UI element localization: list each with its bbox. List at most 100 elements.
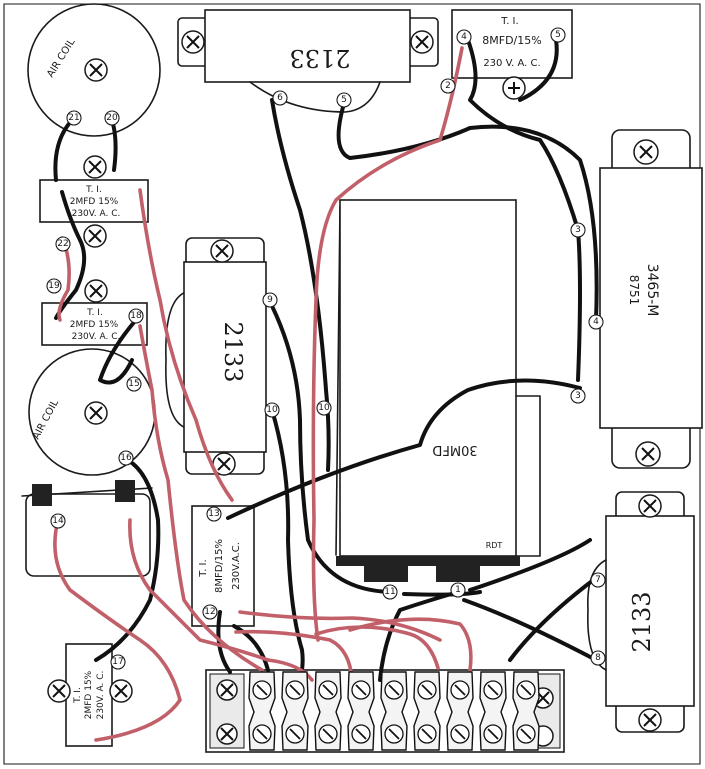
cap-voltage: 230V.A.C. xyxy=(231,542,242,590)
terminal-marker-6: 6 xyxy=(272,90,288,106)
cap-rating: 2MFD 15% xyxy=(84,670,94,719)
svg-text:8: 8 xyxy=(595,653,601,663)
terminal-marker-4b: 4 xyxy=(588,314,604,330)
cap-voltage: 230V. A. C. xyxy=(96,671,106,720)
terminal-marker-14: 14 xyxy=(50,513,66,529)
transformer-sub-label: 8751 xyxy=(627,275,641,306)
cap-voltage: 230V. A. C. xyxy=(72,332,121,342)
capacitor-bottom-left: T. I. 2MFD 15% 230V. A. C. xyxy=(47,643,133,747)
terminal-lug xyxy=(347,671,375,751)
terminal-marker-1: 1 xyxy=(450,582,466,598)
cap-maker: T. I. xyxy=(86,308,103,318)
svg-text:2: 2 xyxy=(445,81,451,91)
cap-rating: 8MFD/15% xyxy=(482,34,541,47)
capacitor-top-right: T. I. 8MFD/15% 230 V. A. C. xyxy=(451,9,573,100)
terminal-marker-10: 10 xyxy=(264,402,280,418)
transformer-bottom-right: 2133 xyxy=(587,491,695,733)
terminal-marker-2: 2 xyxy=(440,78,456,94)
terminal-marker-4: 4 xyxy=(456,29,472,45)
svg-text:15: 15 xyxy=(128,379,139,389)
svg-text:10: 10 xyxy=(318,403,330,413)
terminal-lugs xyxy=(248,671,540,751)
terminal-marker-3: 3 xyxy=(570,222,586,238)
svg-text:19: 19 xyxy=(48,281,60,291)
terminal-lug xyxy=(512,671,540,751)
terminal-marker-17: 17 xyxy=(110,654,126,670)
electrolytic-label: 30MFD xyxy=(432,442,477,457)
svg-text:5: 5 xyxy=(341,95,347,105)
terminal-marker-12: 12 xyxy=(202,604,218,620)
terminal-marker-5: 5 xyxy=(336,92,352,108)
svg-text:11: 11 xyxy=(384,587,395,597)
transformer-model-label: 3465-M xyxy=(644,264,660,317)
terminal-marker-20: 20 xyxy=(104,110,120,126)
svg-text:14: 14 xyxy=(52,516,64,526)
svg-text:7: 7 xyxy=(595,575,601,585)
terminal-marker-9: 9 xyxy=(262,292,278,308)
transformer-model-label: 2133 xyxy=(289,44,350,72)
terminal-marker-11: 11 xyxy=(382,584,398,600)
terminal-lug xyxy=(479,671,507,751)
terminal-marker-8: 8 xyxy=(590,650,606,666)
terminal-marker-3b: 3 xyxy=(570,388,586,404)
cap-maker: T. I. xyxy=(198,559,209,577)
svg-text:22: 22 xyxy=(57,239,68,249)
svg-text:9: 9 xyxy=(267,295,273,305)
terminal-marker-18: 18 xyxy=(128,308,144,324)
terminal-marker-22: 22 xyxy=(55,236,71,252)
air-coil-bottom: AIR COIL xyxy=(28,348,156,476)
terminal-marker-16: 16 xyxy=(118,450,134,466)
svg-text:6: 6 xyxy=(277,93,283,103)
svg-text:16: 16 xyxy=(120,453,132,463)
terminal-marker-10b: 10 xyxy=(316,400,332,416)
svg-text:10: 10 xyxy=(266,405,278,415)
capacitor-center: T. I. 8MFD/15% 230V.A.C. xyxy=(191,505,255,627)
terminal-marker-19: 19 xyxy=(46,278,62,294)
terminal-marker-5b: 5 xyxy=(550,27,566,43)
red-wires xyxy=(53,46,473,742)
cap-rating: 2MFD 15% xyxy=(70,320,119,330)
capacitor-left-upper: T. I. 2MFD 15% 230V. A. C. xyxy=(39,155,149,248)
transformer-left-center: 2133 xyxy=(165,237,267,476)
terminal-marker-7: 7 xyxy=(590,572,606,588)
switch-block xyxy=(21,480,153,577)
terminal-lug xyxy=(281,671,309,751)
terminal-lug xyxy=(380,671,408,751)
black-wires xyxy=(53,38,599,682)
terminal-marker-15: 15 xyxy=(126,376,142,392)
terminal-lug xyxy=(413,671,441,751)
air-coil-top: AIR COIL xyxy=(27,3,161,137)
svg-text:4: 4 xyxy=(593,317,599,327)
svg-text:5: 5 xyxy=(555,30,561,40)
svg-text:3: 3 xyxy=(575,391,581,401)
transformer-top-center: 2133 xyxy=(177,9,439,113)
terminal-lug xyxy=(446,671,474,751)
transformer-right-big: 3465-M 8751 xyxy=(599,129,703,469)
transformer-model-label: 2133 xyxy=(628,591,656,652)
cap-maker: T. I. xyxy=(500,16,518,27)
transformer-model-label: 2133 xyxy=(219,321,247,382)
cap-maker: T. I. xyxy=(85,185,102,195)
svg-text:1: 1 xyxy=(455,585,461,595)
terminal-marker-21: 21 xyxy=(66,110,82,126)
svg-text:18: 18 xyxy=(130,311,142,321)
svg-text:17: 17 xyxy=(112,657,123,667)
signature: RDT xyxy=(486,541,503,550)
terminal-lug xyxy=(314,671,342,751)
cap-maker: T. I. xyxy=(73,687,83,704)
cap-rating: 8MFD/15% xyxy=(214,539,225,593)
svg-text:13: 13 xyxy=(208,509,219,519)
svg-text:20: 20 xyxy=(106,113,118,123)
svg-text:21: 21 xyxy=(68,113,79,123)
svg-text:4: 4 xyxy=(461,32,467,42)
cap-voltage: 230 V. A. C. xyxy=(483,58,540,69)
terminal-markers: 6 5 4 5 2 21 20 22 19 18 15 16 14 9 10 1… xyxy=(46,27,606,670)
cap-rating: 2MFD 15% xyxy=(70,197,119,207)
svg-text:3: 3 xyxy=(575,225,581,235)
svg-text:12: 12 xyxy=(204,607,215,617)
cap-voltage: 230V. A. C. xyxy=(72,209,121,219)
terminal-lug xyxy=(248,671,276,751)
electrolytic-capacitor: 30MFD RDT xyxy=(335,199,541,582)
page-border xyxy=(3,3,701,765)
